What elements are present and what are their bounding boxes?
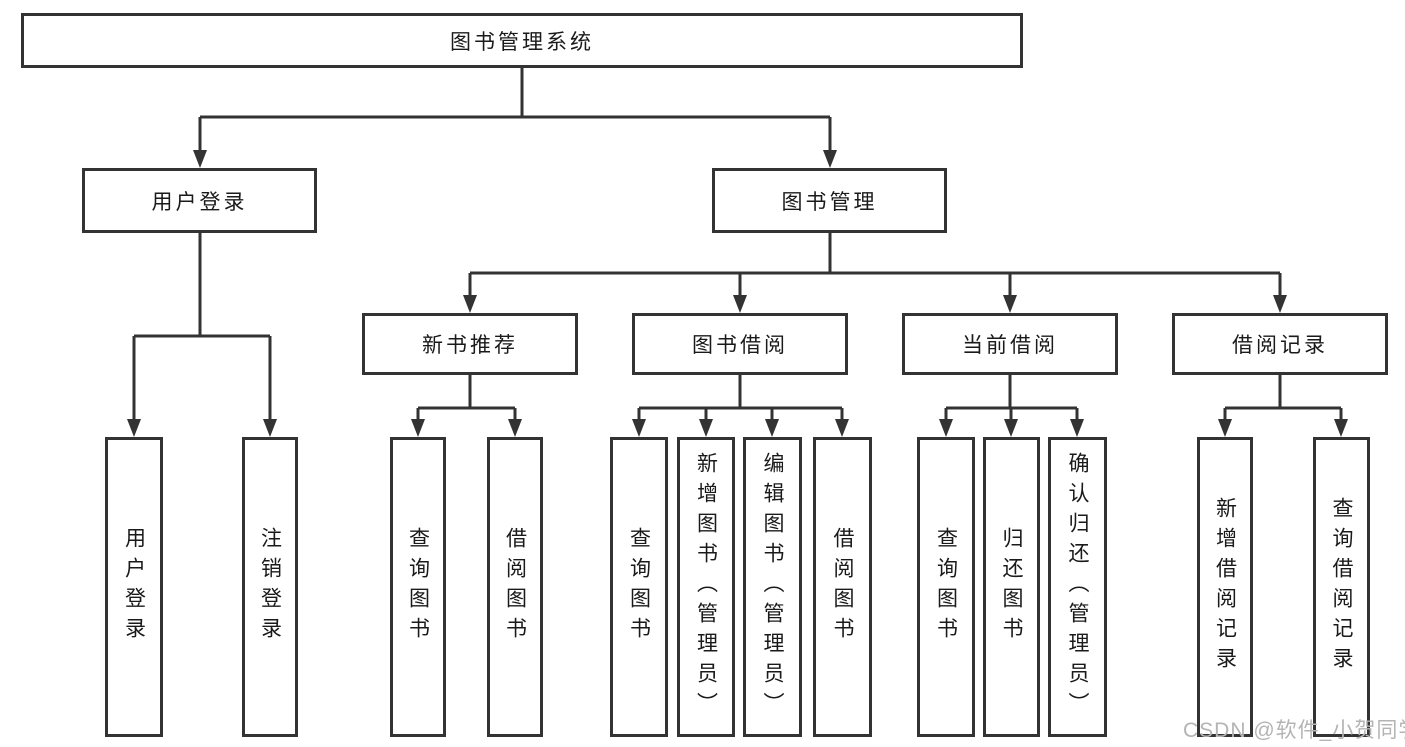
node-new-book-recommendation: 新书推荐 — [362, 313, 578, 375]
arrowheads — [127, 150, 1348, 437]
watermark-text: CSDN @软件_小贺同学 — [1183, 719, 1405, 742]
node-library-management-system: 图书管理系统 — [21, 13, 1023, 68]
node-borrowing-records: 借阅记录 — [1172, 313, 1388, 375]
node-user-login-leaf: 用户登录 — [105, 437, 163, 737]
node-user-login: 用户登录 — [82, 168, 317, 233]
node-add-borrow-record: 新增借阅记录 — [1197, 437, 1253, 737]
node-query-books-3: 查询图书 — [917, 437, 975, 737]
node-book-borrowing: 图书借阅 — [632, 313, 848, 375]
node-add-book-admin: 新增图书（管理员） — [677, 437, 735, 737]
node-query-books-2: 查询图书 — [610, 437, 668, 737]
node-return-books: 归还图书 — [983, 437, 1040, 737]
node-edit-book-admin: 编辑图书（管理员） — [743, 437, 802, 737]
node-query-borrow-record: 查询借阅记录 — [1313, 437, 1370, 737]
node-borrow-books-1: 借阅图书 — [487, 437, 543, 737]
node-confirm-return-admin: 确认归还（管理员） — [1048, 437, 1107, 737]
connector-stems — [132, 68, 1343, 420]
node-logout: 注销登录 — [242, 437, 298, 737]
node-query-books-1: 查询图书 — [390, 437, 446, 737]
node-book-management: 图书管理 — [712, 168, 947, 233]
node-current-borrowing: 当前借阅 — [902, 313, 1118, 375]
node-borrow-books-2: 借阅图书 — [813, 437, 872, 737]
